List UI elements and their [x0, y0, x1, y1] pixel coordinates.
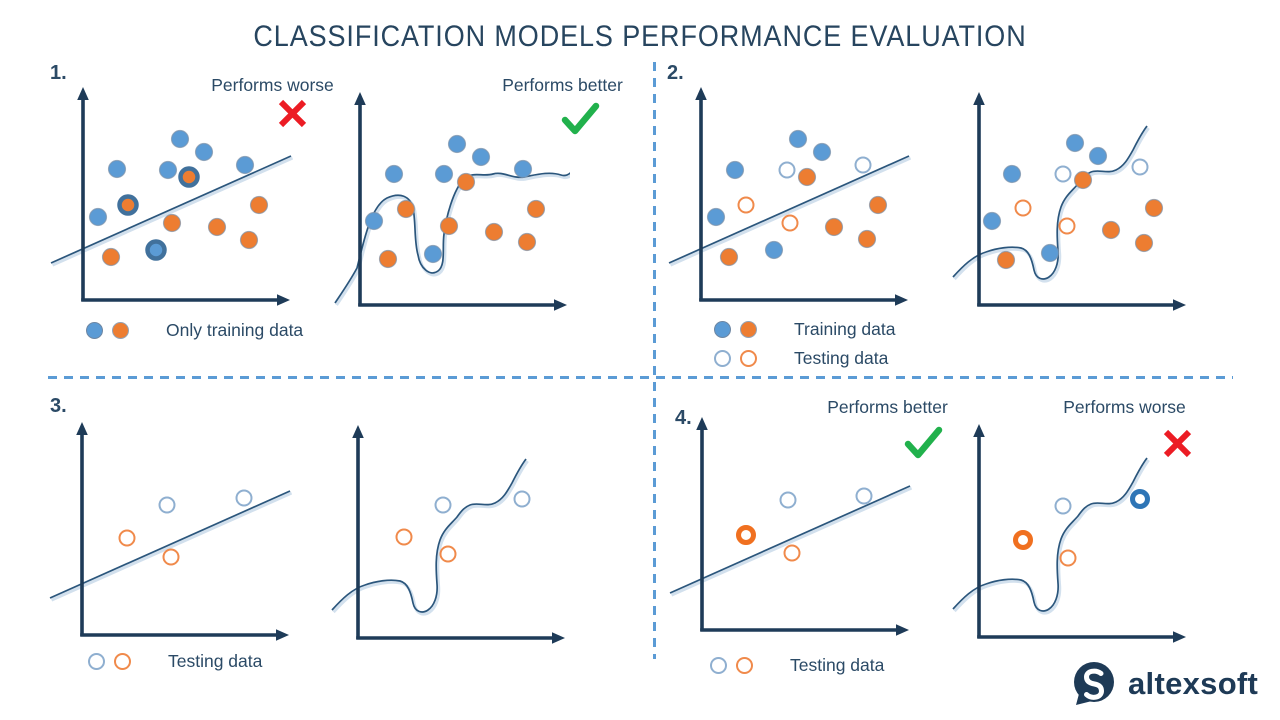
- caption-q1-performs-worse: Performs worse: [211, 75, 334, 95]
- legend-label: Testing data: [794, 348, 889, 368]
- legend-label: Testing data: [790, 655, 885, 675]
- legend-testing-blue-hollow-icon: [714, 350, 731, 367]
- caption-q4-performs-better: Performs better: [827, 397, 948, 417]
- scatter-plot-svg: [334, 92, 577, 311]
- scatter-plot-svg: [952, 424, 1186, 643]
- scatter-plot-q1-training-wavy: [320, 90, 577, 330]
- legend-row: Testing data: [710, 655, 884, 676]
- legend-testing-blue-hollow-icon: [710, 657, 727, 674]
- vertical-divider: [653, 62, 656, 659]
- legend-q4: Testing data: [710, 655, 884, 676]
- caption-q4-performs-worse: Performs worse: [1063, 397, 1186, 417]
- scatter-plot-svg: [668, 87, 912, 306]
- altexsoft-logo: altexsoft: [1070, 660, 1258, 708]
- cross-icon: [276, 97, 309, 135]
- horizontal-divider: [48, 376, 1233, 379]
- legend-testing-blue-hollow-icon: [88, 653, 105, 670]
- altexsoft-logo-text: altexsoft: [1128, 666, 1259, 701]
- scatter-plot-svg: [49, 422, 293, 641]
- legend-label: Only training data: [166, 320, 304, 340]
- legend-testing-orange-hollow-icon: [736, 657, 753, 674]
- legend-row: Testing data: [88, 651, 262, 672]
- scatter-plot-q2-mixed-line: [661, 85, 912, 325]
- legend-label: Training data: [794, 319, 896, 339]
- scatter-plot-q1-training-line: [43, 85, 294, 325]
- quadrant-2-number: 2.: [667, 62, 684, 84]
- legend-training-orange-filled-icon: [740, 321, 757, 338]
- legend-testing-orange-hollow-icon: [740, 350, 757, 367]
- quadrant-1-number: 1.: [50, 62, 67, 84]
- legend-testing-orange-hollow-icon: [114, 653, 131, 670]
- scatter-plot-q4-testing-wavy: [939, 422, 1189, 662]
- caption-q1-performs-better: Performs better: [502, 75, 623, 95]
- scatter-plot-q4-testing-line: [662, 415, 913, 655]
- legend-q1: Only training data: [86, 320, 303, 341]
- legend-label: Testing data: [168, 651, 263, 671]
- check-icon: [903, 424, 945, 467]
- legend-training-blue-filled-icon: [86, 322, 103, 339]
- scatter-plot-svg: [331, 425, 565, 644]
- scatter-plot-svg: [669, 417, 913, 636]
- check-icon: [560, 100, 602, 143]
- quadrant-3-number: 3.: [50, 395, 67, 417]
- legend-q3: Testing data: [88, 651, 262, 672]
- scatter-plot-svg: [50, 87, 294, 306]
- legend-row: Training data: [714, 319, 896, 340]
- scatter-plot-q2-mixed-wavy: [939, 90, 1189, 330]
- legend-training-orange-filled-icon: [112, 322, 129, 339]
- altexsoft-logo-icon: [1074, 662, 1114, 705]
- legend-training-blue-filled-icon: [714, 321, 731, 338]
- legend-row: Testing data: [714, 348, 896, 369]
- page-title: CLASSIFICATION MODELS PERFORMANCE EVALUA…: [253, 20, 1027, 53]
- cross-icon: [1161, 427, 1194, 465]
- scatter-plot-svg: [952, 92, 1186, 311]
- legend-row: Only training data: [86, 320, 303, 341]
- quadrant-4-number: 4.: [675, 407, 692, 429]
- scatter-plot-q3-testing-wavy: [318, 423, 568, 663]
- scatter-plot-q3-testing-line: [42, 420, 293, 660]
